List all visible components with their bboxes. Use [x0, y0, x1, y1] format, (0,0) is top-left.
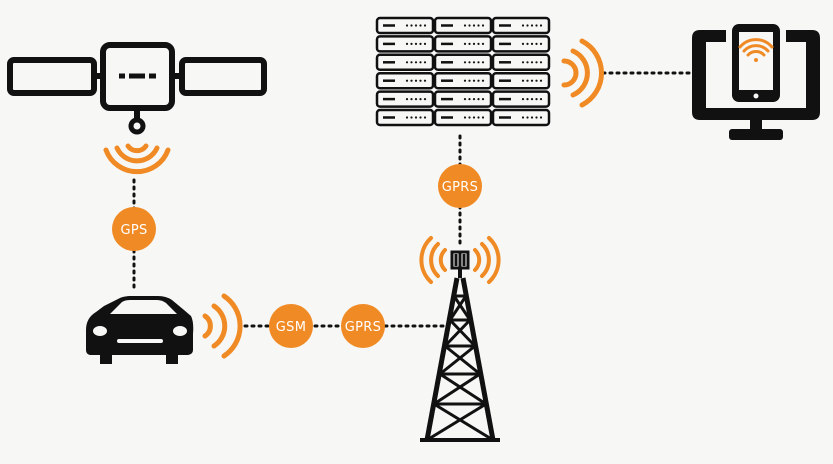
gprs-badge-car-tower: GPRS	[341, 304, 385, 348]
server-unit	[375, 35, 435, 53]
gprs-badge-label: GPRS	[345, 320, 381, 335]
server-unit	[433, 35, 493, 53]
server-unit	[375, 16, 435, 35]
tower-signal-icon	[419, 236, 501, 284]
server-unit	[375, 53, 435, 72]
server-unit	[375, 90, 435, 108]
server-unit	[375, 108, 435, 127]
car-icon	[86, 296, 194, 364]
satellite-signal-icon	[103, 143, 171, 175]
server-unit	[433, 71, 493, 90]
car-signal-icon	[202, 293, 243, 359]
cell-tower-icon	[420, 250, 500, 442]
server-unit	[491, 108, 551, 127]
server-unit	[491, 35, 551, 53]
server-unit	[433, 53, 493, 72]
server-unit	[491, 90, 551, 108]
server-unit	[491, 16, 551, 35]
gprs-badge-label: GPRS	[442, 180, 478, 195]
gprs-badge-tower-server: GPRS	[438, 164, 482, 208]
gsm-badge-label: GSM	[276, 320, 306, 335]
satellite-icon	[7, 42, 267, 135]
server-signal-icon	[561, 38, 605, 108]
gps-badge: GPS	[112, 207, 156, 251]
server-unit	[375, 71, 435, 90]
server-unit	[491, 71, 551, 90]
server-unit	[433, 90, 493, 108]
phone-wifi-icon	[738, 38, 774, 62]
server-unit	[433, 108, 493, 127]
server-unit	[491, 53, 551, 72]
server-unit	[433, 16, 493, 35]
gsm-badge: GSM	[269, 304, 313, 348]
gps-badge-label: GPS	[120, 223, 147, 238]
server-rack-icon	[375, 16, 551, 127]
